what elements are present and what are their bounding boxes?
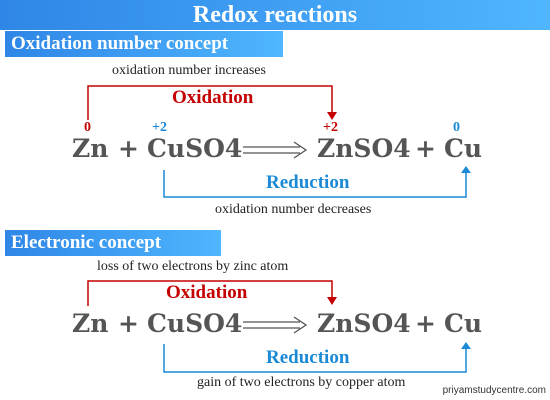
oxidation-label-2: Oxidation (166, 282, 248, 303)
equation-znso4-2: ZnSO4 (317, 309, 411, 338)
section-label-oxidation-number: Oxidation number concept (5, 31, 283, 57)
equation-cuso4-2: CuSO4 (147, 309, 243, 338)
reduction-label-1: Reduction (266, 172, 350, 193)
equation-plus-left: + (118, 134, 139, 163)
reduction-label-2: Reduction (266, 347, 350, 368)
reduction-bracket-1 (163, 170, 467, 198)
reduction-arrowhead-1 (461, 166, 471, 173)
oxidation-arrowhead-2 (327, 297, 337, 305)
oxidation-arrowhead-1 (327, 112, 337, 120)
equation-plus-right-2: + (415, 309, 436, 338)
oxidation-number-decreases-note: oxidation number decreases (215, 202, 372, 217)
equation-zn: Zn (72, 134, 109, 163)
page-title: Redox reactions (0, 0, 550, 30)
reaction-arrow-2-head (293, 316, 308, 334)
equation-cu-2: Cu (444, 309, 483, 338)
equation-zn-2: Zn (72, 309, 109, 338)
oxidation-state-zn-left: 0 (84, 120, 91, 135)
oxidation-state-cu-right: 0 (453, 120, 460, 135)
oxidation-label-1: Oxidation (172, 87, 254, 108)
loss-of-electrons-note: loss of two electrons by zinc atom (97, 259, 289, 274)
site-watermark: priyamstudycentre.com (442, 385, 546, 396)
oxidation-number-increases-note: oxidation number increases (112, 63, 266, 78)
equation-plus-left-2: + (118, 309, 139, 338)
reaction-arrow-1-head (293, 141, 308, 159)
oxidation-state-cu-left: +2 (152, 120, 167, 135)
reduction-bracket-2 (163, 344, 467, 373)
oxidation-bracket-2 (87, 280, 333, 306)
oxidation-bracket-1 (87, 85, 333, 120)
equation-znso4: ZnSO4 (317, 134, 411, 163)
equation-cu: Cu (444, 134, 483, 163)
equation-cuso4: CuSO4 (147, 134, 243, 163)
oxidation-state-zn-right: +2 (323, 120, 338, 135)
equation-plus-right: + (415, 134, 436, 163)
gain-of-electrons-note: gain of two electrons by copper atom (197, 375, 406, 390)
reduction-arrowhead-2 (461, 342, 471, 349)
section-label-electronic: Electronic concept (5, 230, 221, 256)
